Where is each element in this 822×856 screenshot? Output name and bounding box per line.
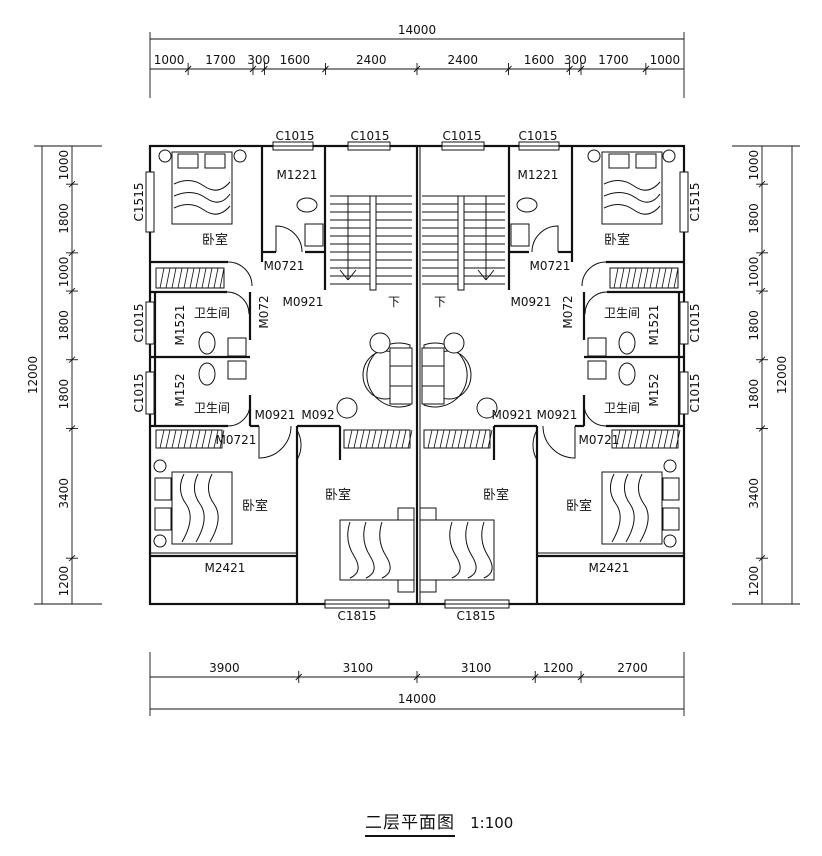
top-seg-dim-9: 1000: [650, 53, 681, 67]
door-m1221-right: M1221: [518, 168, 559, 182]
plan-labels: C1015 C1015 C1015 C1015 C1515 C1015 C101…: [132, 129, 702, 623]
stair-down-right: 下: [434, 295, 446, 309]
door-m0921-right-2: M0921: [492, 408, 533, 422]
left-seg-dim-5: 3400: [57, 478, 71, 509]
bottom-seg-dim-4: 2700: [617, 661, 648, 675]
top-seg-dim-7: 300: [564, 53, 587, 67]
right-dimensions: 1000 1800 1000 1800 1800 3400 1200 12000: [732, 145, 800, 605]
window-c1015-top-3: C1015: [443, 129, 482, 143]
left-total-dim: 12000: [26, 356, 40, 394]
top-seg-dim-2: 300: [247, 53, 270, 67]
top-dimensions: 14000 1000 1700 300 1600 2400 2400 1600 300 1700…: [149, 23, 685, 98]
door-m1221-left: M1221: [277, 168, 318, 182]
room-bathroom-left-2: 卫生间: [194, 401, 230, 415]
room-bedroom-center-right: 卧室: [483, 487, 509, 503]
staircases: [330, 195, 505, 291]
right-seg-dim-6: 1200: [747, 566, 761, 597]
window-c1515-left: C1515: [132, 183, 146, 222]
left-seg-dim-6: 1200: [57, 566, 71, 597]
window-c1015-top-4: C1015: [519, 129, 558, 143]
door-m0721-right-2: M0721: [579, 433, 620, 447]
room-bathroom-right-1: 卫生间: [604, 306, 640, 320]
door-m092-left: M092: [301, 408, 334, 422]
left-dimensions: 1000 1800 1000 1800 1800 3400 1200 12000: [26, 145, 102, 605]
window-c1015-right-1: C1015: [688, 304, 702, 343]
window-c1015-right-2: C1015: [688, 374, 702, 413]
right-seg-dim-5: 3400: [747, 478, 761, 509]
door-m0921-left-1: M0921: [283, 295, 324, 309]
stair-down-left: 下: [388, 295, 400, 309]
bottom-dimensions: 3900 3100 3100 1200 2700 14000: [149, 652, 685, 716]
room-bathroom-right-2: 卫生间: [604, 401, 640, 415]
right-total-dim: 12000: [775, 356, 789, 394]
bottom-seg-dim-3: 1200: [543, 661, 574, 675]
bottom-seg-dim-2: 3100: [461, 661, 492, 675]
top-seg-dim-1: 1700: [205, 53, 236, 67]
window-c1515-right: C1515: [688, 183, 702, 222]
right-seg-dim-3: 1800: [747, 310, 761, 341]
plan-scale: 1:100: [470, 814, 514, 832]
plan-title-block: 二层平面图 1:100: [365, 808, 514, 837]
bottom-seg-dim-0: 3900: [209, 661, 240, 675]
windows: [145, 141, 689, 609]
top-seg-dim-5: 2400: [447, 53, 478, 67]
door-m072-left: M072: [257, 295, 271, 328]
room-bathroom-left-1: 卫生间: [194, 306, 230, 320]
right-seg-dim-0: 1000: [747, 150, 761, 181]
door-m1521-right: M1521: [647, 305, 661, 346]
top-seg-dim-8: 1700: [598, 53, 629, 67]
bottom-total-dim: 14000: [398, 692, 436, 706]
door-m1521-left: M1521: [173, 305, 187, 346]
furniture: [153, 149, 681, 593]
top-seg-dim-0: 1000: [154, 53, 185, 67]
door-m0921-left-2: M0921: [255, 408, 296, 422]
door-m2421-left: M2421: [205, 561, 246, 575]
door-m2421-right: M2421: [589, 561, 630, 575]
door-m152-left: M152: [173, 373, 187, 406]
room-bedroom-top-left: 卧室: [202, 232, 228, 248]
doors: [226, 225, 608, 461]
right-seg-dim-1: 1800: [747, 203, 761, 234]
door-m072-right: M072: [561, 295, 575, 328]
room-bedroom-bottom-right: 卧室: [566, 498, 592, 514]
left-seg-dim-4: 1800: [57, 379, 71, 410]
left-seg-dim-2: 1000: [57, 257, 71, 288]
left-seg-dim-0: 1000: [57, 150, 71, 181]
right-seg-dim-2: 1000: [747, 257, 761, 288]
top-seg-dim-6: 1600: [524, 53, 555, 67]
bottom-seg-dim-1: 3100: [343, 661, 374, 675]
top-total-dim: 14000: [398, 23, 436, 37]
window-c1815-right: C1815: [457, 609, 496, 623]
window-c1015-left-2: C1015: [132, 374, 146, 413]
door-m0721-left-1: M0721: [264, 259, 305, 273]
window-c1015-top-2: C1015: [351, 129, 390, 143]
left-seg-dim-1: 1800: [57, 203, 71, 234]
door-m0921-right-3: M0921: [537, 408, 578, 422]
window-c1015-left-1: C1015: [132, 304, 146, 343]
room-bedroom-bottom-left: 卧室: [242, 498, 268, 514]
top-seg-dim-4: 2400: [356, 53, 387, 67]
door-m0921-right-1: M0921: [511, 295, 552, 309]
window-c1815-left: C1815: [338, 609, 377, 623]
window-c1015-top-1: C1015: [276, 129, 315, 143]
door-m0721-left-2: M0721: [216, 433, 257, 447]
room-bedroom-top-right: 卧室: [604, 232, 630, 248]
door-m0721-right-1: M0721: [530, 259, 571, 273]
right-seg-dim-4: 1800: [747, 379, 761, 410]
plan-title: 二层平面图: [365, 813, 455, 837]
door-m152-right: M152: [647, 373, 661, 406]
left-seg-dim-3: 1800: [57, 310, 71, 341]
top-seg-dim-3: 1600: [280, 53, 311, 67]
room-bedroom-center-left: 卧室: [325, 487, 351, 503]
